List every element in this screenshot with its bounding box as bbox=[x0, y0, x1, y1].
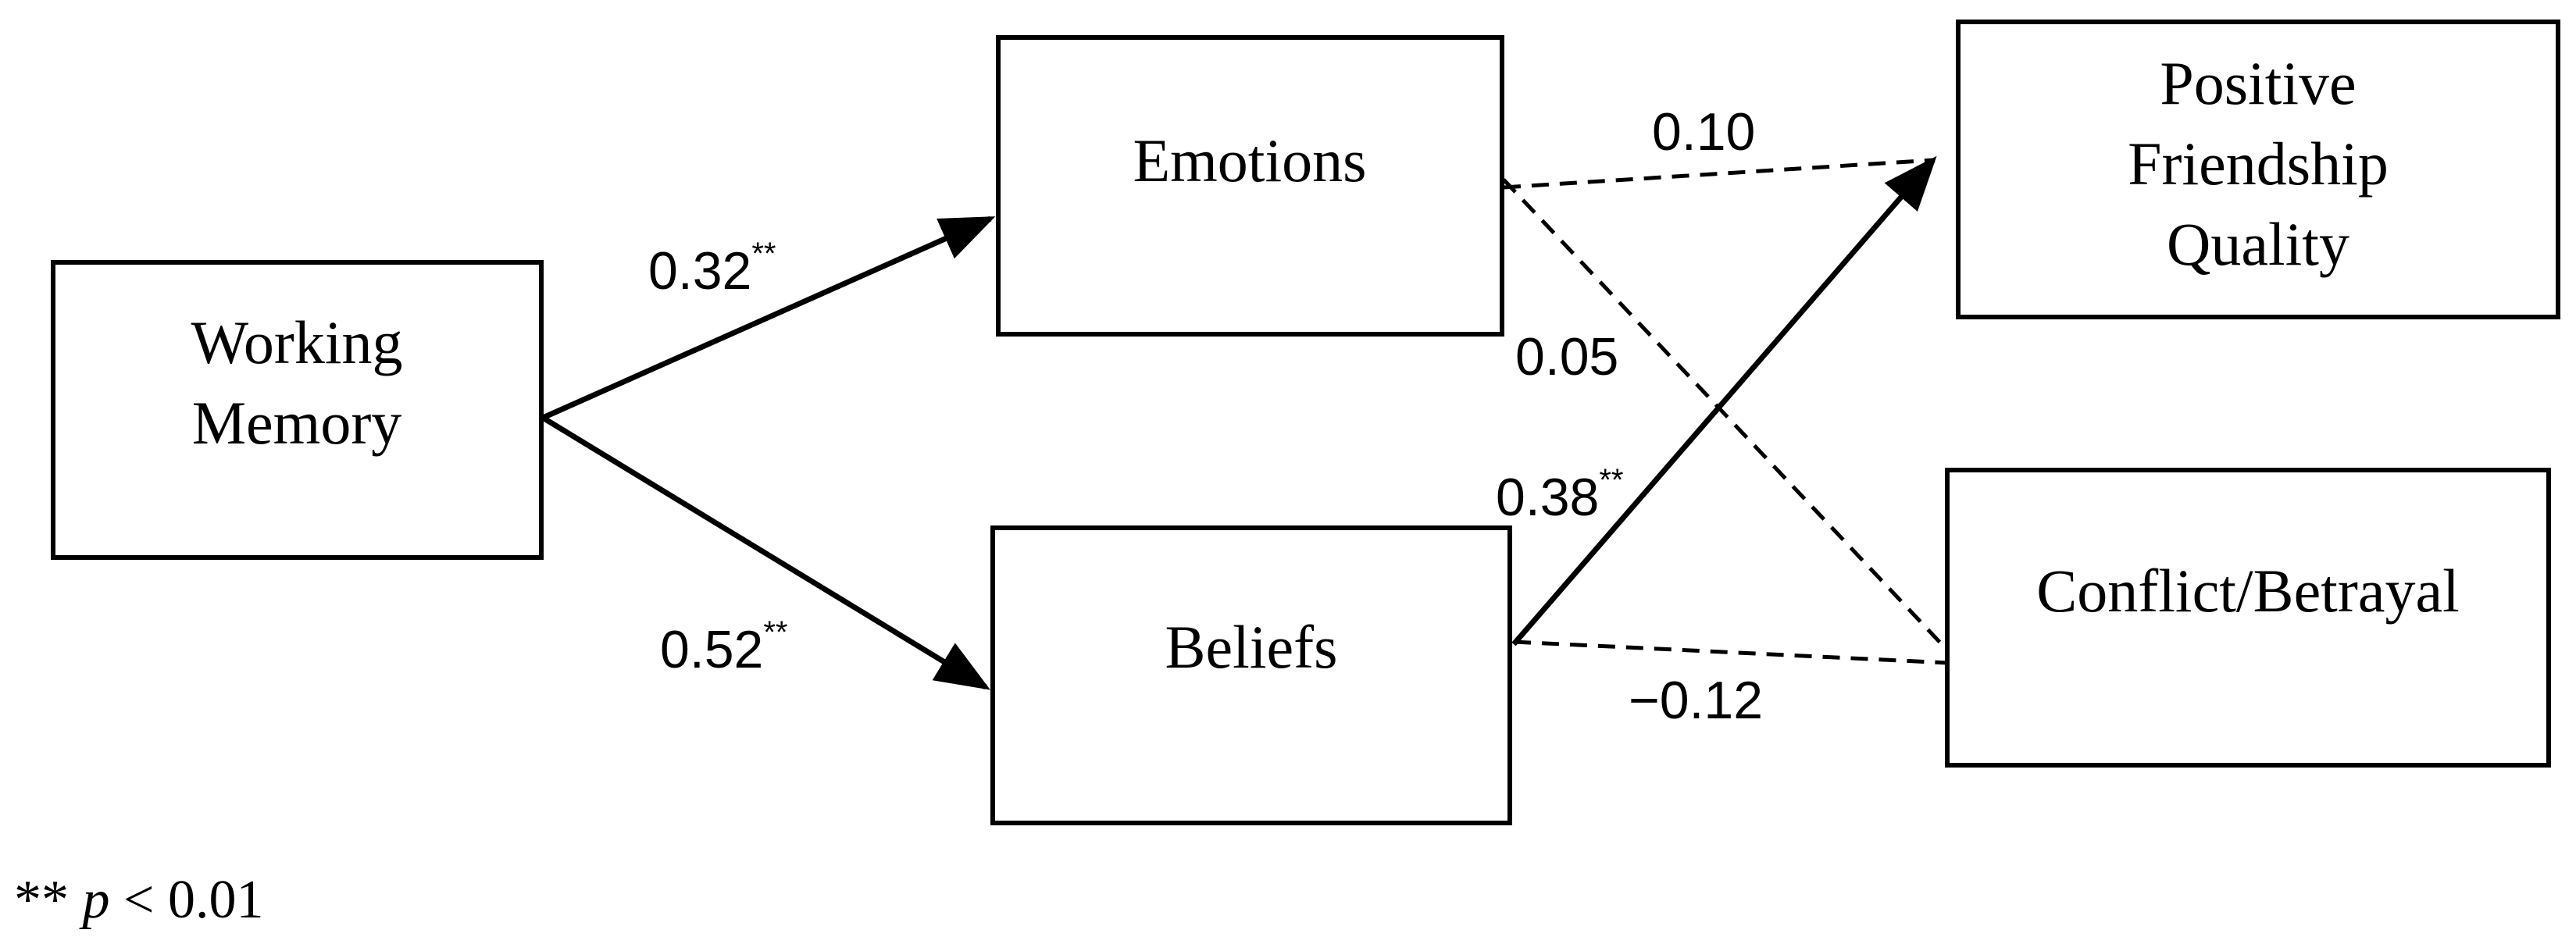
coef-emotions-pfq: 0.10 bbox=[1652, 102, 1755, 162]
coef-beliefs-pfq: 0.38** bbox=[1496, 463, 1624, 527]
node-label: Positive bbox=[2160, 49, 2356, 117]
node-beliefs: Beliefs bbox=[990, 525, 1512, 825]
node-label: Friendship bbox=[2128, 130, 2389, 198]
node-label: Memory bbox=[192, 389, 402, 457]
node-positive-friendship-quality: Positive Friendship Quality bbox=[1956, 20, 2560, 319]
path-wm-emotions bbox=[541, 216, 996, 421]
node-label: Conflict/Betrayal bbox=[2036, 557, 2460, 625]
coef-wm-emotions: 0.32** bbox=[648, 237, 776, 301]
node-label: Working bbox=[191, 308, 402, 376]
path-emotions-pfq bbox=[1503, 158, 1934, 190]
path-beliefs-pfq bbox=[1511, 155, 1937, 647]
path-beliefs-conflict bbox=[1513, 639, 1965, 666]
node-conflict-betrayal: Conflict/Betrayal bbox=[1945, 468, 2551, 768]
coef-beliefs-conflict: −0.12 bbox=[1629, 671, 1763, 730]
path-emotions-conflict bbox=[1502, 178, 1954, 657]
coef-wm-beliefs: 0.52** bbox=[660, 615, 788, 679]
coef-emotions-conflict: 0.05 bbox=[1515, 327, 1618, 387]
node-working-memory: Working Memory bbox=[51, 260, 544, 560]
node-emotions: Emotions bbox=[996, 35, 1504, 337]
node-label: Quality bbox=[2167, 210, 2349, 278]
node-label: Emotions bbox=[1133, 126, 1366, 194]
path-wm-beliefs bbox=[541, 415, 990, 690]
node-label: Beliefs bbox=[1165, 613, 1338, 681]
significance-footnote: ** p < 0.01 bbox=[14, 870, 263, 930]
